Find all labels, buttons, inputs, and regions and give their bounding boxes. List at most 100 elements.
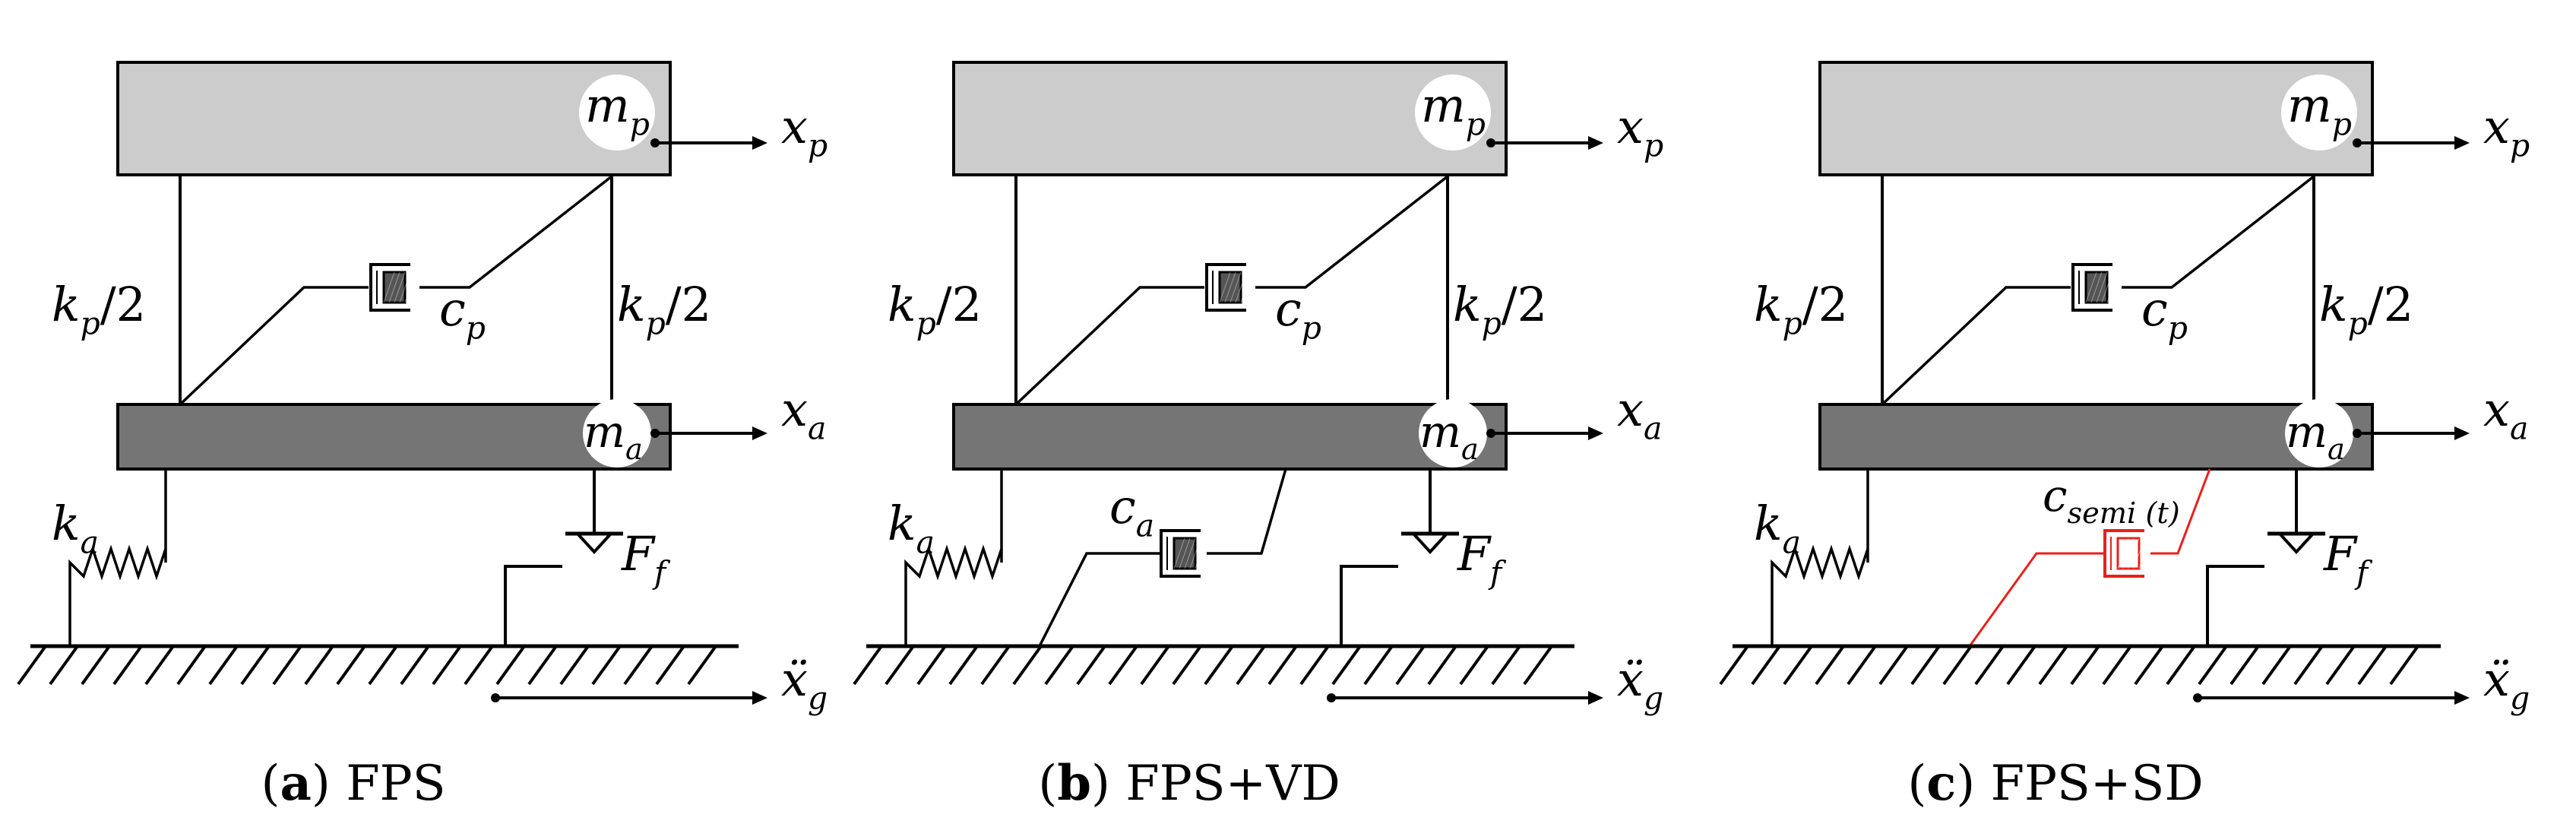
ground-hatch <box>2134 645 2164 686</box>
upper-displacement-label-main: x <box>781 99 808 154</box>
base-displacement-arrow-origin-dot <box>650 429 660 438</box>
ground-acceleration-label: ẍg <box>781 651 828 716</box>
base-displacement-label-subscript: a <box>2510 410 2528 446</box>
right-spring-label-subscript: p <box>2348 305 2368 341</box>
fps-surface <box>1340 565 1398 646</box>
superstructure-damper-housing <box>1205 263 1246 312</box>
ground-hatch <box>464 645 494 686</box>
ground-acceleration-label-main: ẍ <box>781 651 808 707</box>
superstructure-damper <box>2071 263 2119 312</box>
isolation-damper-label-subscript: semi (t) <box>2067 496 2179 531</box>
base-displacement-arrow <box>1486 426 1603 440</box>
superstructure-damper-hatch <box>383 271 395 303</box>
ground-acceleration-arrow-head <box>2454 691 2470 705</box>
superstructure-damper-hatch <box>404 271 416 303</box>
upper-displacement-arrow <box>1486 136 1603 150</box>
friction-force-label-main: F <box>621 526 656 582</box>
superstructure-damper-hatch <box>394 271 406 303</box>
ground-hatch <box>1172 645 1202 686</box>
friction-pendulum-element <box>1340 469 1459 646</box>
friction-force-label: Ff <box>621 526 671 591</box>
upper-mass-label: mp <box>1421 78 1486 142</box>
superstructure-damper-piston <box>2084 271 2109 304</box>
ground-hatch <box>2166 645 2196 686</box>
ground-hatch <box>2389 645 2419 686</box>
upper-mass-label: mp <box>585 78 650 142</box>
isolation-damper-rod-upper <box>2150 468 2211 555</box>
caption-letter: a <box>280 755 311 812</box>
ground-hatch <box>1044 645 1074 686</box>
ground-hatch <box>948 645 979 686</box>
base-displacement-label-subscript: a <box>1644 410 1662 446</box>
base-mass-block <box>1818 403 2374 471</box>
isolator-spring-label-subscript: a <box>81 524 99 560</box>
ground-hatch <box>1331 645 1362 686</box>
superstructure-damper-rod-right <box>1255 175 1449 289</box>
ground-acceleration-label-subscript: g <box>1644 680 1663 716</box>
superstructure-damper-rod-right <box>2122 175 2315 289</box>
left-spring-label: kp/2 <box>888 277 982 341</box>
upper-mass-block <box>952 61 1508 176</box>
upper-mass-label-subscript: p <box>1466 106 1486 142</box>
ground-hatch <box>2198 645 2228 686</box>
ground-hatch <box>1751 645 1781 686</box>
left-spring-label-tail: /2 <box>1802 277 1848 332</box>
isolation-damper-hatch <box>2122 537 2135 569</box>
ground-hatch <box>2102 645 2132 686</box>
fps-slider-triangle <box>1410 532 1451 554</box>
superstructure-damper-housing <box>369 263 410 312</box>
ground-hatch <box>2070 645 2100 686</box>
ground-hatch <box>527 645 558 686</box>
ground-hatch <box>240 645 271 686</box>
superstructure-damper-hatch <box>1235 271 1247 303</box>
ground-hatch <box>1204 645 1234 686</box>
ground-hatch <box>2229 645 2260 686</box>
ground-acceleration-label-main: ẍ <box>1617 651 1644 707</box>
superstructure-damper-hatch <box>1219 271 1231 303</box>
ground-hatch <box>336 645 366 686</box>
base-mass-label-main: m <box>584 406 625 458</box>
panel-caption: (a) FPS <box>261 755 445 812</box>
upper-displacement-arrow-head <box>2454 136 2470 150</box>
upper-mass-label-subscript: p <box>2332 106 2352 142</box>
friction-force-label: Ff <box>1457 526 1507 591</box>
ground-acceleration-label: ẍg <box>1617 651 1663 716</box>
left-spring-label-tail: /2 <box>100 277 146 332</box>
right-spring-label: kp/2 <box>2319 277 2413 341</box>
upper-mass-label-subscript: p <box>630 106 650 142</box>
ground-hatch <box>304 645 334 686</box>
superstructure-damper-hatch <box>399 271 411 303</box>
isolation-damper-hatch <box>2117 537 2129 569</box>
caption-letter: c <box>1926 755 1956 812</box>
upper-mass-label-main: m <box>2287 78 2332 133</box>
base-displacement-label: xa <box>2483 382 2528 446</box>
upper-mass-block <box>1818 61 2374 176</box>
base-mass-label-main: m <box>2286 406 2328 458</box>
ground-acceleration-arrow <box>2193 691 2470 705</box>
ground-hatch <box>559 645 590 686</box>
isolator-spring-ka <box>904 469 1003 646</box>
ground-hatch <box>81 645 111 686</box>
fps-slider-triangle <box>574 532 615 554</box>
ground-hatch <box>1719 645 1749 686</box>
base-displacement-arrow-head <box>2454 426 2470 440</box>
isolation-damper-housing <box>1160 529 1201 578</box>
ground-hatch <box>1878 645 1909 686</box>
fps-surface <box>504 565 562 646</box>
isolation-damper-label-main: c <box>2043 470 2067 521</box>
isolation-damper <box>1160 529 1207 578</box>
superstructure-damper-label-subscript: p <box>1302 309 1321 346</box>
ground-hatch <box>112 645 143 686</box>
ground-hatch <box>1910 645 1941 686</box>
upper-mass-label-main: m <box>1421 78 1466 133</box>
isolation-damper-hatch <box>1189 537 1201 569</box>
ground-hatch <box>208 645 239 686</box>
upper-displacement-arrow-head <box>752 136 767 150</box>
base-displacement-arrow-head <box>752 426 767 440</box>
ground-hatch <box>916 645 947 686</box>
ground-acceleration-label-subscript: g <box>808 680 828 716</box>
ground-hatch <box>49 645 79 686</box>
left-spring-label-main: k <box>52 277 81 332</box>
ground-hatch <box>17 645 47 686</box>
